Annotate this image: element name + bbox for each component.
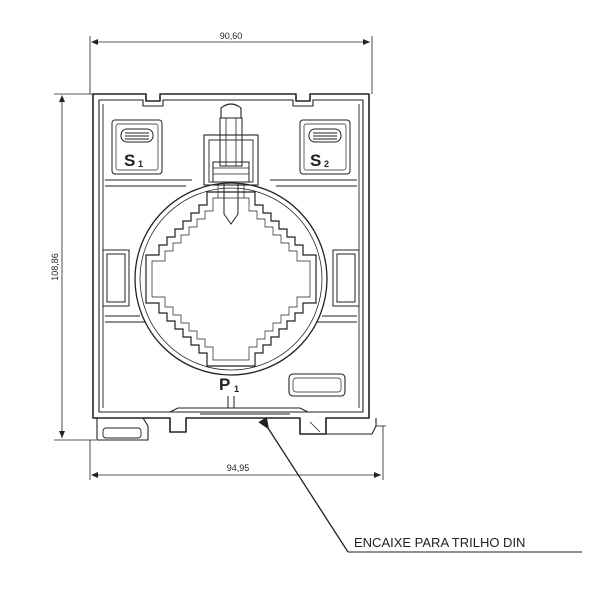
stepped-window	[145, 191, 317, 367]
terminal-p1-letter: P	[219, 375, 230, 394]
top-width-label: 90,60	[220, 31, 243, 41]
terminal-s1-letter: S	[124, 151, 135, 170]
terminal-p1-index: 1	[234, 384, 239, 394]
height-label: 108,86	[50, 253, 60, 281]
terminal-s2: S 2	[299, 119, 351, 175]
din-rail-callout-label: ENCAIXE PARA TRILHO DIN	[354, 535, 525, 550]
din-rail-callout-leader	[258, 416, 582, 553]
frame-divider-lines	[105, 179, 357, 323]
top-width-dimension	[89, 36, 373, 94]
terminal-s2-letter: S	[310, 151, 321, 170]
terminal-s1: S 1	[111, 119, 163, 175]
height-dimension	[54, 93, 96, 441]
top-clamp-assembly	[203, 103, 259, 225]
terminal-p1: P 1	[219, 375, 239, 408]
screw-slot-icon	[308, 128, 342, 143]
screw-head	[220, 103, 242, 118]
screw-slot-icon	[120, 128, 154, 143]
left-side-window	[102, 249, 130, 307]
bottom-width-dimension	[89, 426, 384, 480]
bottom-width-label: 94,95	[227, 463, 250, 473]
terminal-s1-index: 1	[138, 159, 143, 169]
terminal-s2-index: 2	[324, 159, 329, 169]
label-plate	[288, 373, 346, 397]
right-side-window	[332, 249, 360, 307]
din-rail-slot	[169, 407, 309, 415]
housing-body	[92, 93, 386, 441]
primary-aperture	[134, 182, 328, 376]
screw-tip	[223, 184, 239, 225]
